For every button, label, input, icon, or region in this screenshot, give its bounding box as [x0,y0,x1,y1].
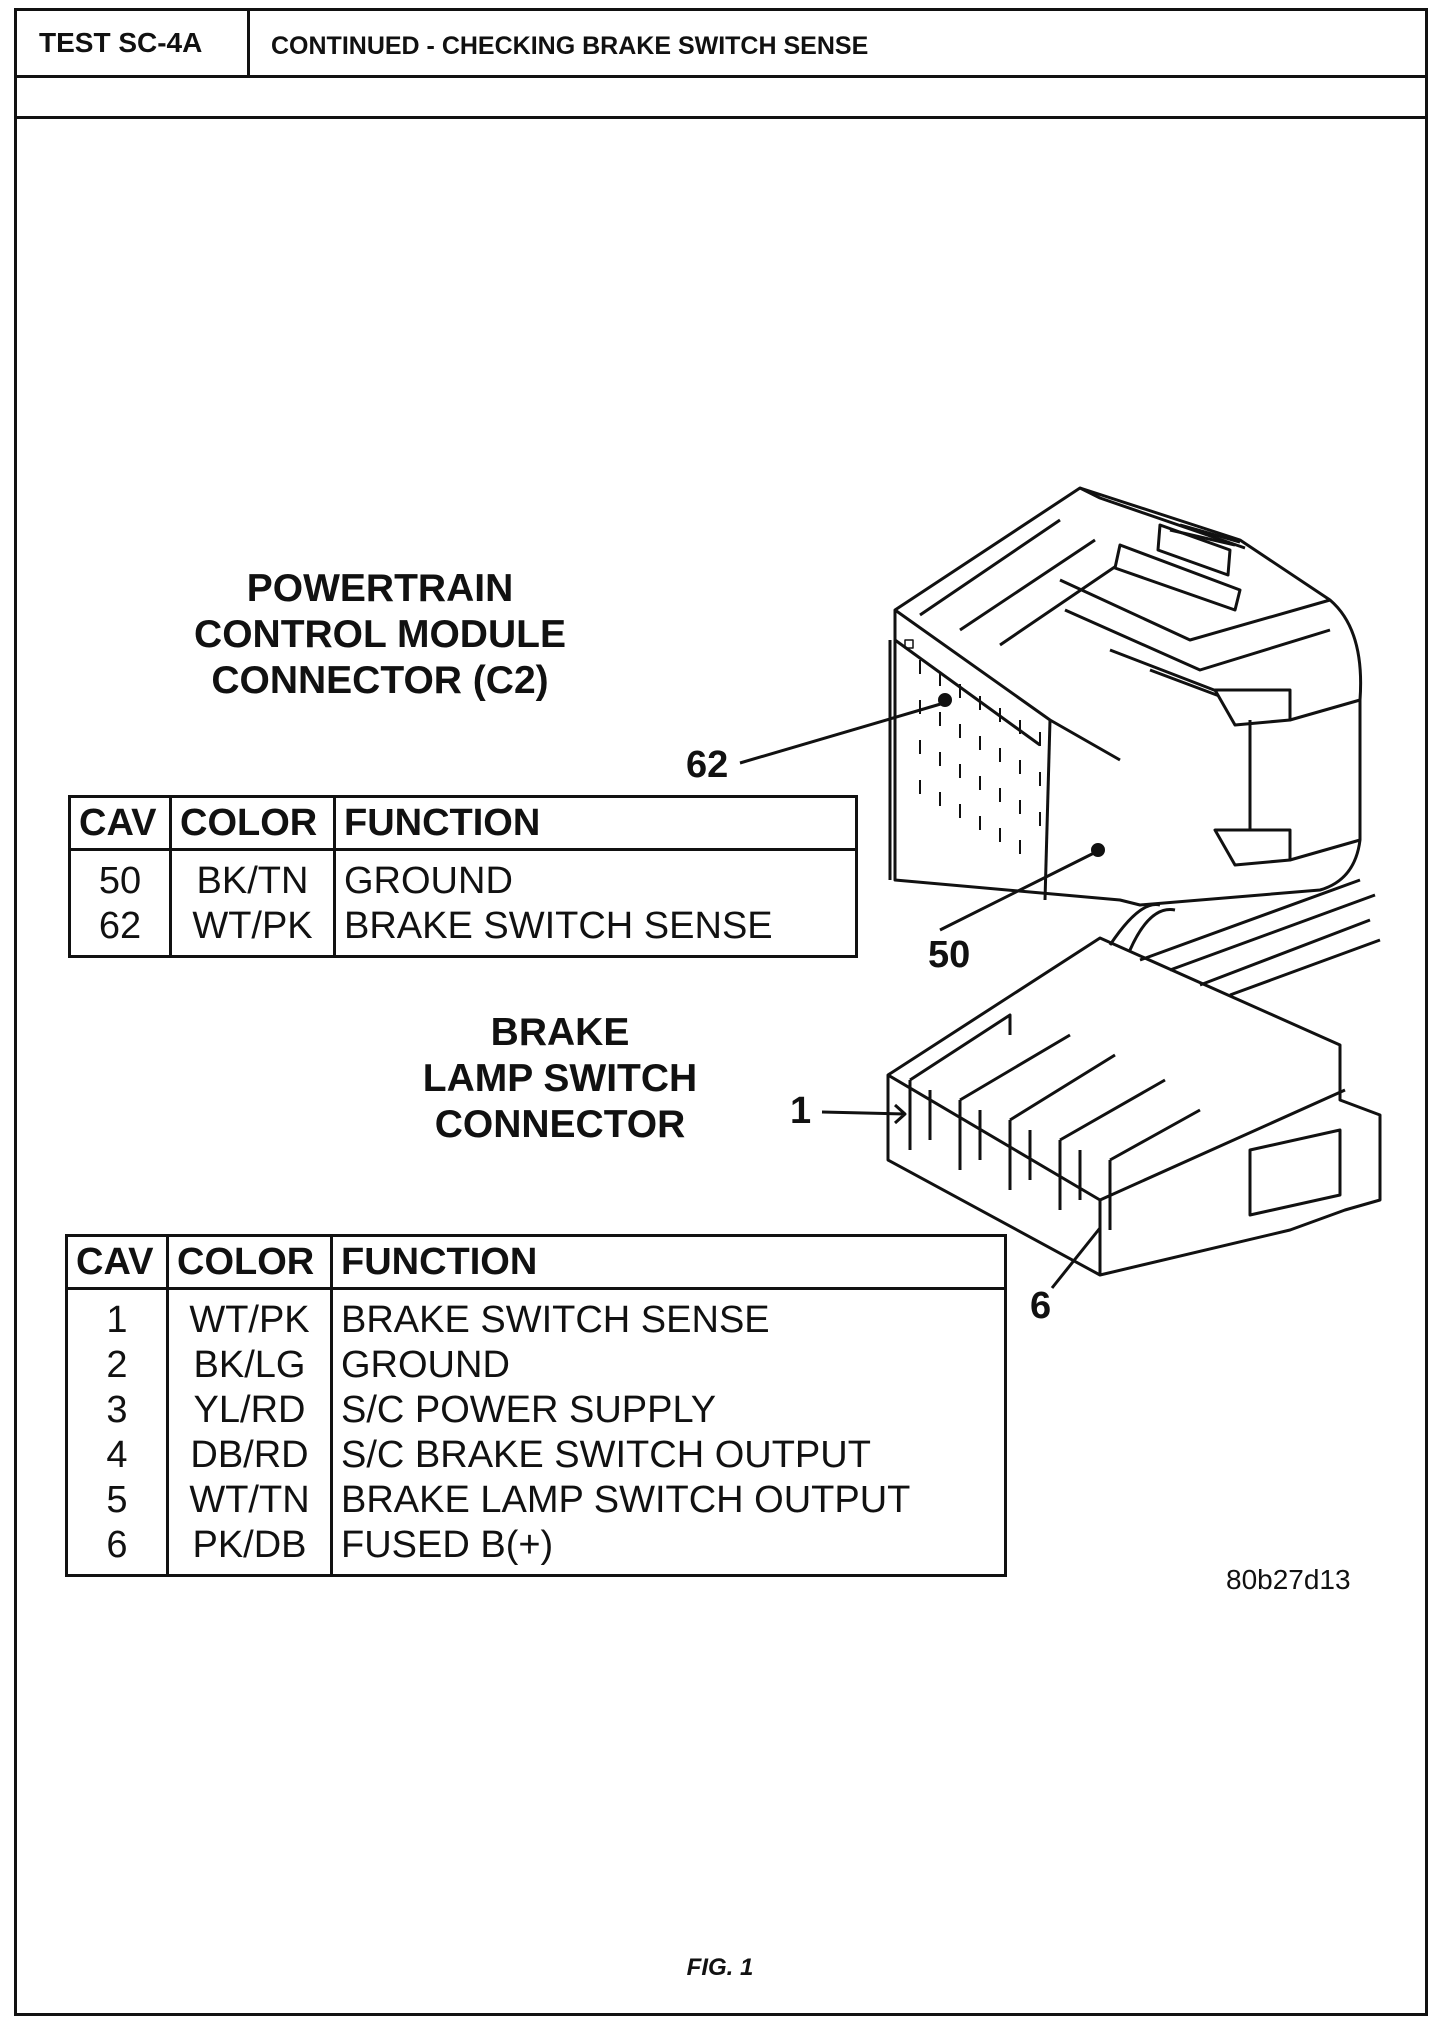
column-header-function: FUNCTION [330,1235,1006,1290]
cav-cell: 1 [106,1299,128,1341]
table-header-row: CAV COLOR FUNCTION [66,1235,1006,1290]
callout-50: 50 [928,934,971,976]
column-header-cav: CAV [66,1235,168,1290]
cav-cell: 5 [106,1479,128,1521]
callout-6: 6 [1030,1285,1052,1327]
color-cell: BK/TN [169,849,335,904]
page-frame: TEST SC-4A CONTINUED - CHECKING BRAKE SW… [14,8,1428,2016]
brake-connector-drawing [821,878,1382,1289]
color-cell: WT/PK [166,1288,332,1343]
column-header-color: COLOR [169,796,335,851]
callout-62: 62 [686,744,729,786]
brake-switch-connector-heading: BRAKE LAMP SWITCH CONNECTOR [380,1010,740,1148]
test-id: TEST SC-4A [17,11,250,78]
header-subrow [17,78,1425,119]
color-cell: YL/RD [166,1388,332,1433]
column-header-cav: CAV [69,796,171,851]
header-row: TEST SC-4A CONTINUED - CHECKING BRAKE SW… [17,11,1425,78]
function-cell: GROUND [330,1343,1006,1388]
table-row: 5 WT/TN BRAKE LAMP SWITCH OUTPUT [67,1478,1006,1523]
table-row: 4 DB/RD S/C BRAKE SWITCH OUTPUT [67,1433,1006,1478]
callout-1: 1 [790,1090,812,1132]
function-cell: S/C BRAKE SWITCH OUTPUT [330,1433,1006,1478]
cav-cell: 50 [98,860,142,902]
pcm-pin-table: CAV COLOR FUNCTION 50 BK/TN GROUND 62 WT… [68,795,858,958]
column-header-function: FUNCTION [333,796,857,851]
cav-cell: 6 [106,1524,128,1566]
function-cell: BRAKE SWITCH SENSE [333,904,857,957]
function-cell: BRAKE LAMP SWITCH OUTPUT [330,1478,1006,1523]
color-cell: WT/PK [169,904,335,957]
table-header-row: CAV COLOR FUNCTION [69,796,857,851]
table-row: 50 BK/TN GROUND [70,849,857,904]
heading-line: CONNECTOR (C2) [211,659,549,702]
cav-cell: 3 [106,1389,128,1431]
pcm-connector-heading: POWERTRAIN CONTROL MODULE CONNECTOR (C2) [150,566,610,704]
figure-caption: FIG. 1 [686,1954,754,1981]
cav-cell: 2 [106,1344,128,1386]
function-cell: FUSED B(+) [330,1523,1006,1576]
cav-cell: 62 [98,905,142,947]
heading-line: CONTROL MODULE [194,613,566,656]
pcm-connector-drawing [739,486,1363,932]
table-row: 6 PK/DB FUSED B(+) [67,1523,1006,1576]
table-row: 62 WT/PK BRAKE SWITCH SENSE [70,904,857,957]
cav-cell: 4 [106,1434,128,1476]
table-row: 1 WT/PK BRAKE SWITCH SENSE [67,1288,1006,1343]
function-cell: GROUND [333,849,857,904]
function-cell: BRAKE SWITCH SENSE [330,1288,1006,1343]
color-cell: BK/LG [166,1343,332,1388]
heading-line: LAMP SWITCH [422,1057,698,1100]
color-cell: PK/DB [166,1523,332,1576]
heading-line: POWERTRAIN [246,567,514,610]
color-cell: WT/TN [166,1478,332,1523]
heading-line: BRAKE [490,1011,630,1054]
column-header-color: COLOR [166,1235,332,1290]
table-row: 3 YL/RD S/C POWER SUPPLY [67,1388,1006,1433]
color-cell: DB/RD [166,1433,332,1478]
heading-line: CONNECTOR [434,1103,686,1146]
pcm-pin-grid [919,660,1105,857]
figure-reference-code: 80b27d13 [1226,1564,1351,1595]
brake-switch-pin-table: CAV COLOR FUNCTION 1 WT/PK BRAKE SWITCH … [65,1234,1007,1577]
header-title: CONTINUED - CHECKING BRAKE SWITCH SENSE [271,32,869,60]
table-row: 2 BK/LG GROUND [67,1343,1006,1388]
function-cell: S/C POWER SUPPLY [330,1388,1006,1433]
